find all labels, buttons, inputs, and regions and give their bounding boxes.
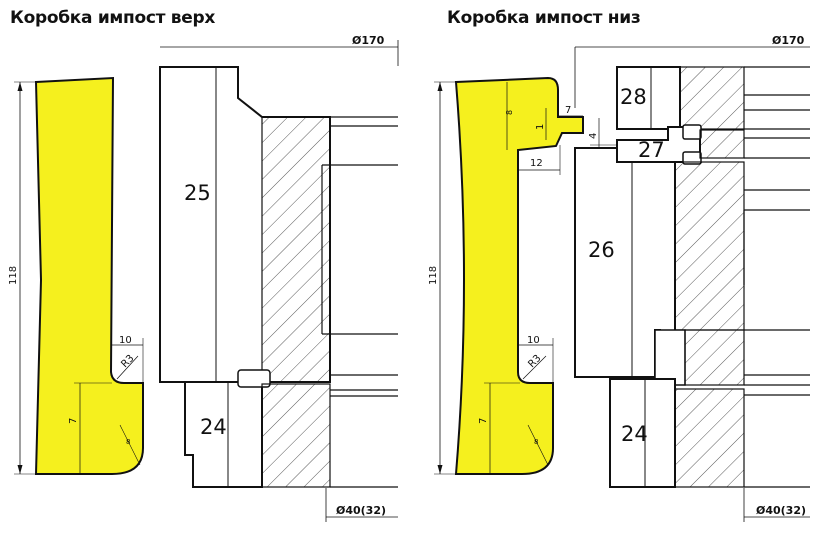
right-dim-7-top: 7 [565, 105, 571, 116]
right-drawing-title: Коробка импост низ [447, 8, 641, 28]
right-dim-10: 10 [527, 335, 540, 346]
right-radius-label: R3 [526, 353, 543, 370]
right-part-24-label: 24 [621, 422, 648, 446]
right-part-26-label: 26 [588, 238, 615, 262]
left-dim-small: 8 [126, 438, 130, 446]
left-part-25-label: 25 [184, 181, 211, 205]
left-radius-label: R3 [119, 353, 136, 370]
right-dim-small: 8 [534, 438, 538, 446]
left-height-dim-label: 118 [8, 266, 19, 285]
left-yellow-profile [34, 76, 144, 475]
right-drawing: Ø170 118 8 7 1 12 4 10 R3 7 8 [428, 34, 810, 522]
right-part-28-label: 28 [620, 85, 647, 109]
right-dim-8-top: 8 [505, 110, 514, 115]
right-part-27-label: 27 [638, 138, 665, 162]
left-drawing-title: Коробка импост верх [10, 8, 216, 28]
right-dim-12: 12 [530, 158, 543, 169]
right-dim-1: 1 [535, 124, 546, 130]
right-yellow-profile [454, 76, 584, 475]
left-hatched-zone-upper [261, 116, 331, 383]
left-dia-top-label: Ø170 [352, 34, 385, 47]
left-dia-bottom-label: Ø40(32) [336, 504, 386, 517]
right-part-28-body [616, 66, 681, 130]
left-part-24-label: 24 [200, 415, 227, 439]
left-drawing: Ø170 118 10 R3 7 8 25 [8, 34, 399, 522]
right-hatched-zone-mid [674, 161, 745, 331]
right-hatched-zone-top [679, 66, 745, 130]
right-height-dim-label: 118 [428, 266, 439, 285]
left-dim-10: 10 [119, 335, 132, 346]
left-dim-7: 7 [68, 418, 79, 424]
right-dim-7: 7 [478, 418, 489, 424]
left-connector [237, 369, 271, 388]
right-dim-4: 4 [588, 133, 599, 139]
left-hatched-zone-lower [261, 383, 331, 488]
right-dia-bottom-label: Ø40(32) [756, 504, 806, 517]
right-hatched-zone-lower [674, 388, 745, 488]
right-dia-top-label: Ø170 [772, 34, 805, 47]
